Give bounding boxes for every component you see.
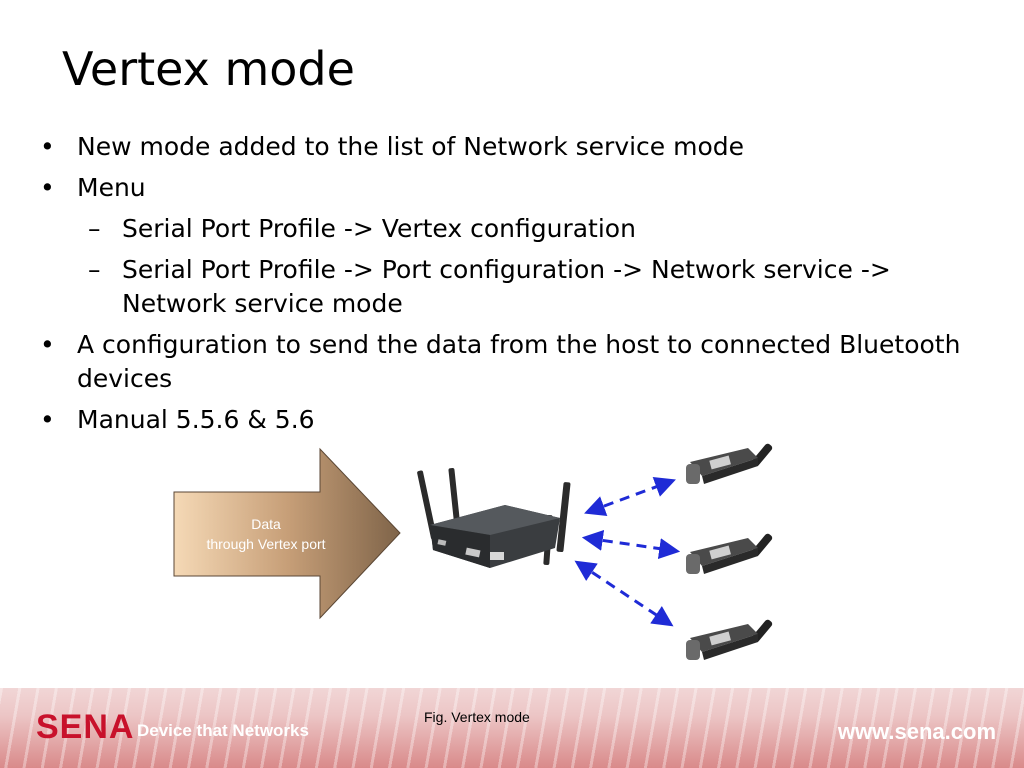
sena-logo: SENA <box>36 708 135 746</box>
arrow-label: Data through Vertex port <box>178 514 354 554</box>
arrow-label-line: Data <box>251 516 281 532</box>
footer-banner: SENA Device that Networks www.sena.com <box>0 688 1024 768</box>
link-arrow-bottom <box>574 560 674 627</box>
bullet-item: • Manual 5.5.6 & 5.6 <box>40 403 990 437</box>
bullet-dot: • <box>40 173 55 202</box>
footer-url[interactable]: www.sena.com <box>837 719 996 744</box>
sub-bullet-text: Serial Port Profile -> Vertex configurat… <box>122 214 636 243</box>
figure-caption: Fig. Vertex mode <box>424 709 530 725</box>
link-arrow-top <box>584 476 676 517</box>
bullet-text: Manual 5.5.6 & 5.6 <box>77 405 315 434</box>
bluetooth-adapter-icon <box>686 443 773 484</box>
bullet-item: • A configuration to send the data from t… <box>40 328 990 396</box>
arrow-label-line: through Vertex port <box>206 536 326 552</box>
sub-bullet-text: Serial Port Profile -> Port configuratio… <box>122 255 891 318</box>
sub-bullet-item: –Serial Port Profile -> Vertex configura… <box>40 212 990 246</box>
bullet-item: • Menu <box>40 171 990 205</box>
footer-stripes <box>0 688 1024 768</box>
sub-bullet-item: –Serial Port Profile -> Port configurati… <box>40 253 990 321</box>
access-point-icon <box>417 468 571 568</box>
bullet-text: New mode added to the list of Network se… <box>77 132 745 161</box>
bullet-dot: • <box>40 132 55 161</box>
sub-bullet-dash: – <box>88 214 101 243</box>
footer-tagline: Device that Networks <box>137 721 309 740</box>
bullet-dot: • <box>40 405 55 434</box>
slide-title: Vertex mode <box>62 42 355 96</box>
bluetooth-adapter-icon <box>686 533 773 574</box>
bullet-text: A configuration to send the data from th… <box>77 330 961 393</box>
bullet-item: • New mode added to the list of Network s… <box>40 130 990 164</box>
link-arrow-middle <box>581 530 681 559</box>
bluetooth-adapter-icon <box>686 619 773 660</box>
bullet-text: Menu <box>77 173 146 202</box>
bullet-list: • New mode added to the list of Network s… <box>40 130 990 444</box>
bullet-dot: • <box>40 330 55 359</box>
sub-bullet-dash: – <box>88 255 101 284</box>
